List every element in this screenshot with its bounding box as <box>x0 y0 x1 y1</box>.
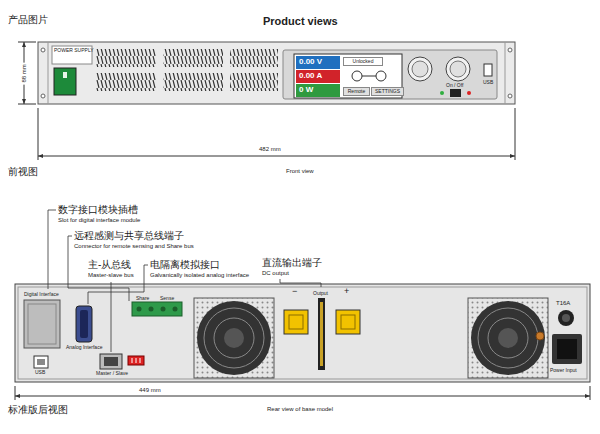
current-field: 0.00 A <box>296 70 340 83</box>
port-label: Output <box>313 291 328 297</box>
callout-label: 电隔离模拟接口 <box>150 259 220 271</box>
port-label: Analog Interface <box>66 345 102 351</box>
node-text: Remote <box>348 89 366 95</box>
dimension-label: 482 mm <box>257 146 283 153</box>
callout-label: Connector for remote sensing and Share b… <box>74 243 194 250</box>
button-label: On / Off <box>446 83 463 89</box>
node-text: Unlocked <box>353 59 374 65</box>
node-text: 0 W <box>299 86 313 95</box>
view-caption: Rear view of base model <box>267 406 333 413</box>
port-label: Digital Interface <box>24 292 59 298</box>
dimension-lines <box>15 42 590 400</box>
node-text: 0.00 V <box>299 58 322 67</box>
view-title: Product views <box>263 15 338 28</box>
view-caption: Front view <box>286 168 314 175</box>
callout-label: Master-slave bus <box>88 272 134 279</box>
fuse-label: T16A <box>556 300 570 307</box>
front-panel <box>38 42 515 104</box>
callout-label: 主-从总线 <box>88 259 131 271</box>
callout-label: Galvanically isolated analog interface <box>150 272 249 279</box>
port-label: Master / Slave <box>96 371 128 377</box>
screen-button: Remote <box>343 87 370 96</box>
model-plate: POWER SUPPLY <box>54 48 94 54</box>
callout-label: DC output <box>262 270 289 277</box>
polarity-sign: + <box>344 286 349 296</box>
callout-label: 数字接口模块插槽 <box>58 204 138 216</box>
section-title: 产品图片 <box>8 14 48 26</box>
power-field: 0 W <box>296 84 340 97</box>
pin-label: Sense <box>160 296 174 302</box>
leader-lines <box>48 210 321 352</box>
node-text: SETTINGS <box>375 89 400 95</box>
view-caption: 前视图 <box>8 166 38 178</box>
voltage-field: 0.00 V <box>296 56 340 69</box>
port-label: Power Input <box>550 368 577 374</box>
screen-button: SETTINGS <box>371 87 404 96</box>
callout-label: Slot for digital interface module <box>58 217 140 224</box>
polarity-sign: − <box>292 286 297 296</box>
rear-panel <box>15 284 590 382</box>
port-label: USB <box>483 80 493 86</box>
pin-label: Share <box>136 296 149 302</box>
callout-label: 直流输出端子 <box>262 257 322 269</box>
node-text: 0.00 A <box>299 72 322 81</box>
callout-label: 远程感测与共享总线端子 <box>74 230 184 242</box>
view-caption: 标准版后视图 <box>8 404 68 416</box>
status-box: Unlocked <box>343 57 383 66</box>
port-label: USB <box>35 370 45 376</box>
dimension-label: 449 mm <box>137 387 163 394</box>
dimension-label: 88 mm <box>21 62 28 84</box>
